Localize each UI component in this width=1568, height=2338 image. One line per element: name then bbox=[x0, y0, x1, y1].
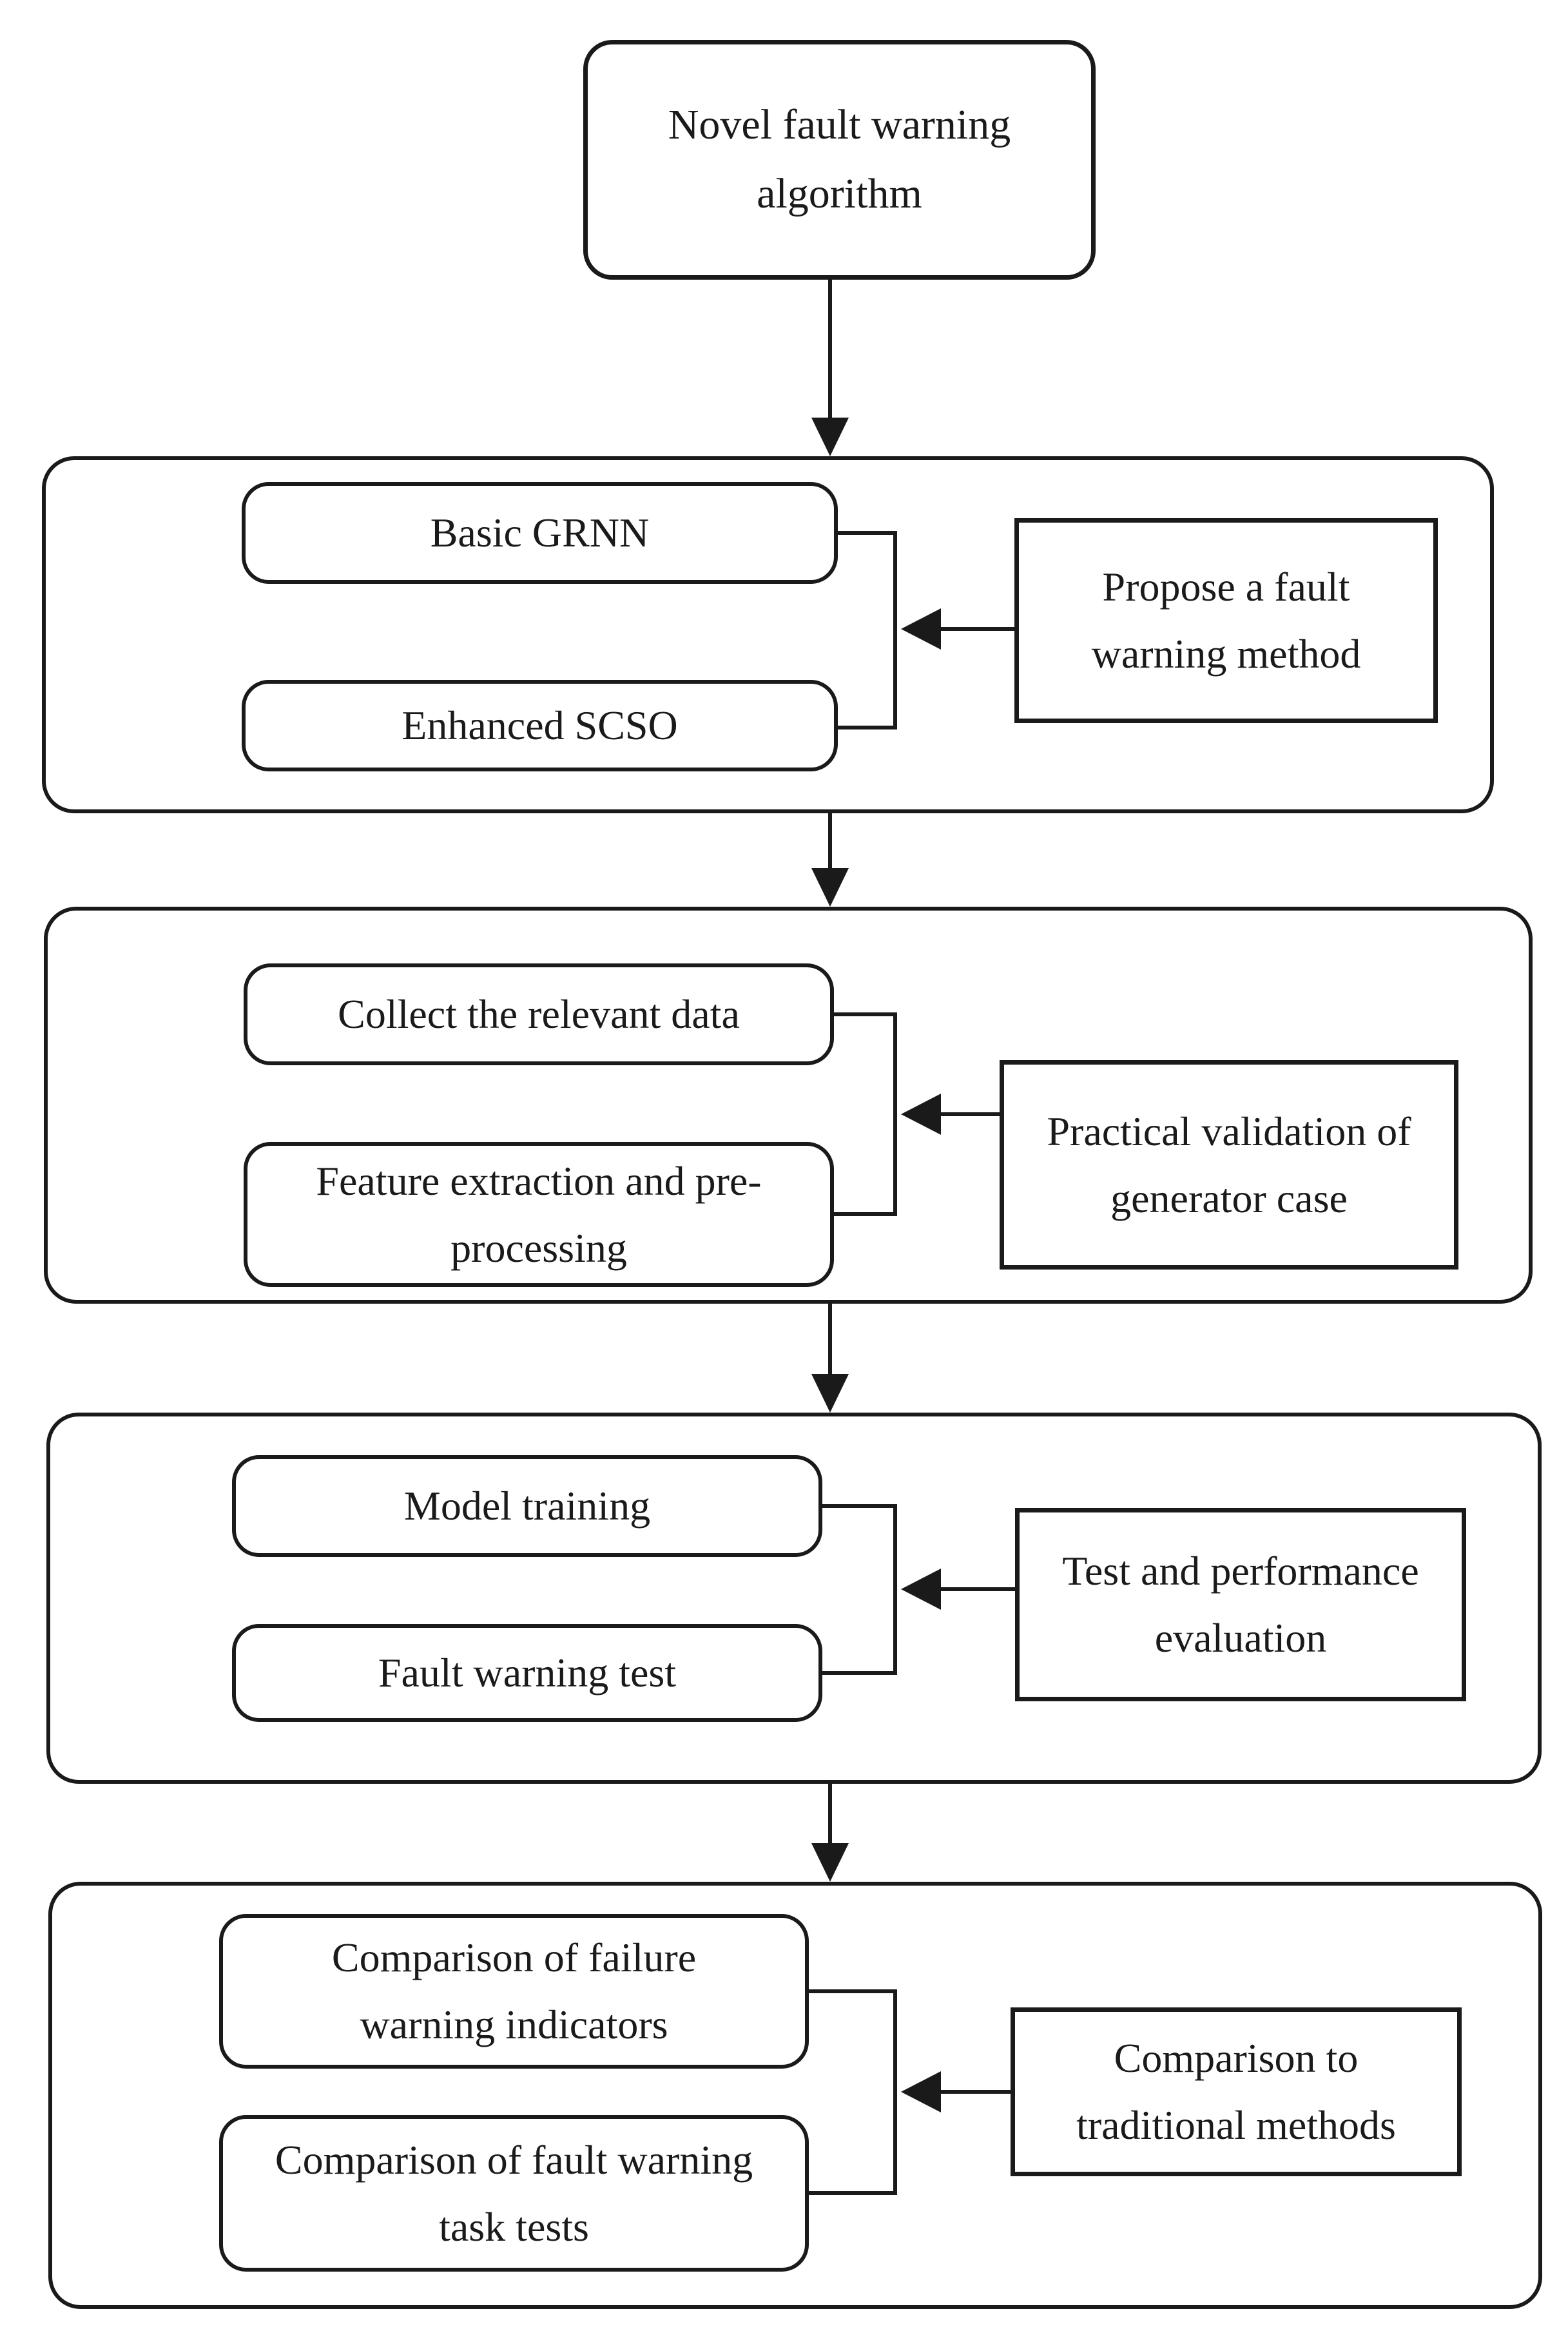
flow-connector-line-2 bbox=[828, 813, 832, 870]
bracket-1-bottom-line bbox=[838, 726, 897, 729]
step-box-fault-warning-test: Fault warning test bbox=[232, 1624, 822, 1722]
annotation-box-test-evaluation: Test and performance evaluation bbox=[1015, 1508, 1466, 1701]
arrowhead-left-icon-3 bbox=[901, 1569, 941, 1610]
bracket-2-bottom-line bbox=[834, 1212, 897, 1216]
arrowhead-down-icon-3 bbox=[811, 1374, 849, 1413]
arrowhead-left-icon-1 bbox=[901, 608, 941, 650]
bracket-2-vertical-line bbox=[893, 1012, 897, 1216]
arrowhead-left-icon-2 bbox=[901, 1094, 941, 1135]
bracket-4-top-line bbox=[809, 1989, 897, 1993]
annotation-box-comparison-traditional: Comparison to traditional methods bbox=[1011, 2007, 1462, 2176]
annotation-box-practical-validation: Practical validation of generator case bbox=[1000, 1060, 1458, 1270]
annotation-connector-line-1 bbox=[941, 627, 1014, 631]
step-box-enhanced-scso: Enhanced SCSO bbox=[242, 680, 838, 771]
bracket-1-vertical-line bbox=[893, 531, 897, 729]
step-box-basic-grnn: Basic GRNN bbox=[242, 482, 838, 584]
annotation-connector-line-4 bbox=[941, 2090, 1011, 2094]
annotation-box-propose-method: Propose a fault warning method bbox=[1014, 518, 1438, 723]
step-box-feature-extraction: Feature extraction and pre- processing bbox=[244, 1142, 834, 1287]
step-box-comparison-task-tests: Comparison of fault warning task tests bbox=[219, 2115, 809, 2272]
bracket-3-bottom-line bbox=[822, 1671, 897, 1675]
step-box-comparison-indicators: Comparison of failure warning indicators bbox=[219, 1914, 809, 2069]
bracket-3-vertical-line bbox=[893, 1504, 897, 1675]
bracket-4-bottom-line bbox=[809, 2191, 897, 2195]
bracket-4-vertical-line bbox=[893, 1989, 897, 2195]
title-box: Novel fault warning algorithm bbox=[583, 40, 1096, 280]
arrowhead-left-icon-4 bbox=[901, 2071, 941, 2112]
annotation-connector-line-3 bbox=[941, 1587, 1015, 1591]
flow-connector-line-3 bbox=[828, 1304, 832, 1374]
step-box-collect-data: Collect the relevant data bbox=[244, 963, 834, 1065]
step-box-model-training: Model training bbox=[232, 1455, 822, 1557]
arrowhead-down-icon-1 bbox=[811, 418, 849, 456]
arrowhead-down-icon-4 bbox=[811, 1843, 849, 1882]
bracket-1-top-line bbox=[838, 531, 897, 535]
annotation-connector-line-2 bbox=[941, 1112, 1000, 1116]
arrowhead-down-icon-2 bbox=[811, 868, 849, 907]
bracket-3-top-line bbox=[822, 1504, 897, 1508]
flow-connector-line-4 bbox=[828, 1784, 832, 1843]
bracket-2-top-line bbox=[834, 1012, 897, 1016]
flow-connector-line-1 bbox=[828, 280, 832, 418]
